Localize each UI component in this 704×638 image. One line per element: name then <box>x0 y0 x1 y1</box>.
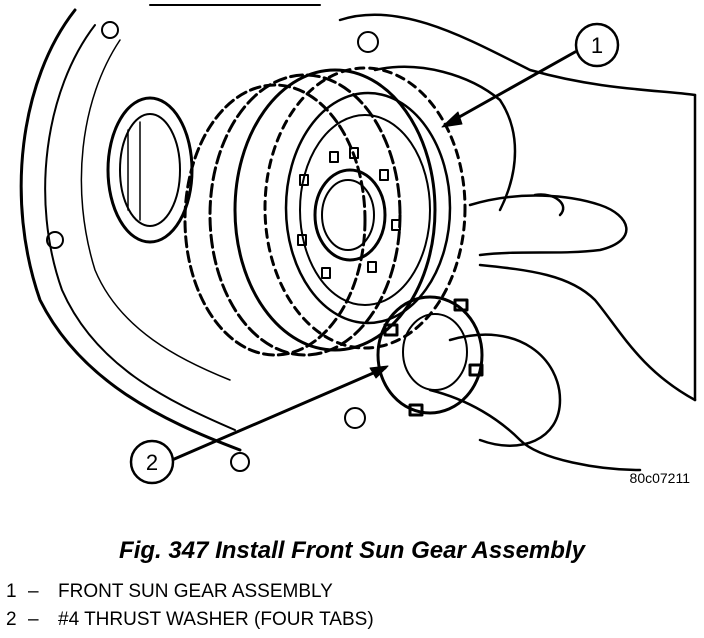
legend-item-dash: – <box>28 609 39 630</box>
sun-gear-illustration: 1 2 <box>19 4 697 485</box>
callout-circle-1 <box>574 22 620 68</box>
legend-item: 2–#4 THRUST WASHER (FOUR TABS) <box>6 606 374 634</box>
legend-item-number: 2 <box>6 609 17 630</box>
legend-item: 1–FRONT SUN GEAR ASSEMBLY <box>6 578 374 606</box>
sun-gear-assembly <box>183 66 467 357</box>
housing-bore <box>106 96 194 244</box>
legend-item-label: #4 THRUST WASHER (FOUR TABS) <box>58 609 374 630</box>
callout-number-1: 1 <box>591 33 603 58</box>
transmission-case-housing <box>19 4 379 472</box>
thrust-washer <box>376 295 484 417</box>
leader-line-2 <box>170 366 387 462</box>
leader-arrow-2 <box>369 365 389 379</box>
callout-legend: 1–FRONT SUN GEAR ASSEMBLY 2–#4 THRUST WA… <box>6 578 374 634</box>
leader-arrow-1 <box>441 111 463 128</box>
callout-circle-2 <box>129 439 175 485</box>
legend-item-label: FRONT SUN GEAR ASSEMBLY <box>58 581 333 602</box>
legend-item-number: 1 <box>6 581 17 602</box>
lower-hand <box>428 333 642 472</box>
figure-reference-code: 80c07211 <box>629 470 690 486</box>
figure-caption: Fig. 347 Install Front Sun Gear Assembly <box>119 537 585 564</box>
upper-hand <box>338 13 697 402</box>
leader-line-1 <box>443 50 577 127</box>
legend-item-dash: – <box>28 581 39 602</box>
callout-number-2: 2 <box>146 450 158 475</box>
